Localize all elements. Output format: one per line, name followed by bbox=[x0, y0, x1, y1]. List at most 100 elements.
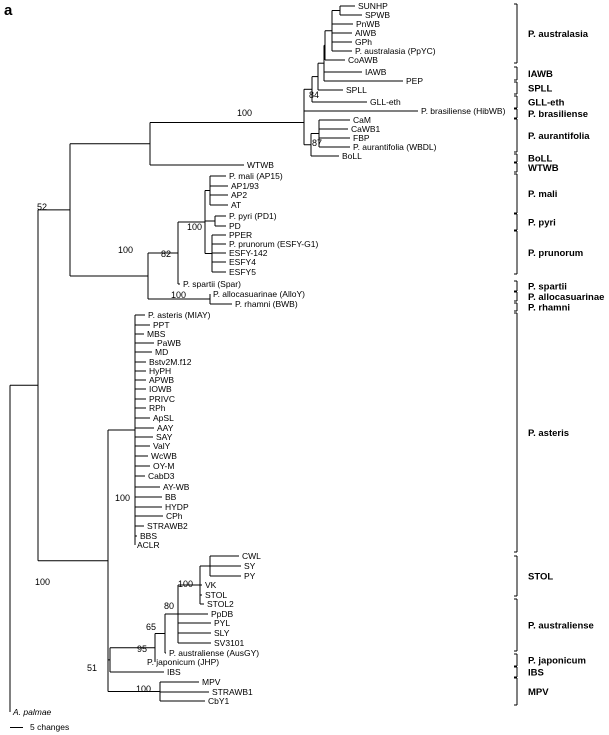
support-value: 82 bbox=[161, 249, 171, 259]
support-value: 95 bbox=[137, 644, 147, 654]
group-label: STOL bbox=[528, 572, 553, 583]
taxon-label: PaWB bbox=[157, 338, 181, 348]
taxon-label: AAY bbox=[157, 423, 174, 433]
taxon-label: OY-M bbox=[153, 461, 174, 471]
taxon-label: ESFY4 bbox=[229, 257, 256, 267]
taxon-label: PY bbox=[244, 571, 256, 581]
taxon-label: ESFY-142 bbox=[229, 248, 268, 258]
support-value: 100 bbox=[187, 222, 202, 232]
taxon-label: PPT bbox=[153, 320, 170, 330]
taxon-label: PD bbox=[229, 221, 241, 231]
taxon-label: GPh bbox=[355, 37, 372, 47]
taxon-label: SY bbox=[244, 561, 256, 571]
taxon-label: Bstv2M.f12 bbox=[149, 357, 192, 367]
support-value: 65 bbox=[146, 622, 156, 632]
taxon-label: HYDP bbox=[165, 502, 189, 512]
support-value: 100 bbox=[178, 579, 193, 589]
group-label: WTWB bbox=[528, 163, 559, 174]
taxon-label: PEP bbox=[406, 76, 423, 86]
support-value: 100 bbox=[35, 577, 50, 587]
taxon-label: ACLR bbox=[137, 540, 160, 550]
group-label: P. aurantifolia bbox=[528, 131, 590, 142]
support-value: 52 bbox=[37, 202, 47, 212]
taxon-label: P. rhamni (BWB) bbox=[235, 299, 298, 309]
taxon-label: AT bbox=[231, 200, 241, 210]
taxon-label: SUNHP bbox=[358, 1, 388, 11]
support-value: 100 bbox=[115, 493, 130, 503]
taxon-label: P. australiense (AusGY) bbox=[169, 648, 259, 658]
support-value: 80 bbox=[164, 601, 174, 611]
taxon-label: CbY1 bbox=[208, 696, 230, 706]
taxon-label: WTWB bbox=[247, 160, 274, 170]
support-value: 100 bbox=[171, 290, 186, 300]
group-label: P. australasia bbox=[528, 29, 589, 40]
taxon-label: STRAWB1 bbox=[212, 687, 253, 697]
taxon-label: AlWB bbox=[355, 28, 377, 38]
scale-label: 5 changes bbox=[30, 722, 70, 732]
taxon-label: SLY bbox=[214, 628, 230, 638]
scale-bar bbox=[10, 727, 23, 728]
taxon-label: AY-WB bbox=[163, 482, 190, 492]
taxon-label: BB bbox=[165, 492, 177, 502]
taxon-label: APWB bbox=[149, 375, 174, 385]
taxon-label: RPh bbox=[149, 403, 166, 413]
group-label: SPLL bbox=[528, 84, 552, 95]
taxon-label: MD bbox=[155, 347, 168, 357]
taxon-label: MBS bbox=[147, 329, 166, 339]
taxon-label: VK bbox=[205, 580, 217, 590]
taxon-label: FBP bbox=[353, 133, 370, 143]
group-label: GLL-eth bbox=[528, 98, 565, 109]
group-label: IBS bbox=[528, 668, 544, 679]
taxon-label: PRIVC bbox=[149, 394, 175, 404]
taxon-label: ESFY5 bbox=[229, 267, 256, 277]
group-label: P. japonicum bbox=[528, 656, 586, 667]
group-label: P. rhamni bbox=[528, 303, 570, 314]
group-label: P. pyri bbox=[528, 218, 556, 229]
taxon-label: HyPH bbox=[149, 366, 171, 376]
support-value: 87 bbox=[312, 138, 322, 148]
group-label: P. prunorum bbox=[528, 248, 583, 259]
group-label: BoLL bbox=[528, 154, 552, 165]
taxon-label: WcWB bbox=[151, 451, 177, 461]
taxon-label: A. palmae bbox=[12, 707, 52, 717]
taxon-label: SAY bbox=[156, 432, 173, 442]
support-value: 100 bbox=[118, 245, 133, 255]
taxon-label: P. asteris (MIAY) bbox=[148, 310, 211, 320]
taxon-label: CaWB1 bbox=[351, 124, 381, 134]
taxon-label: P. allocasuarinae (AlloY) bbox=[213, 289, 305, 299]
taxon-label: ValY bbox=[153, 441, 171, 451]
support-value: 84 bbox=[309, 90, 319, 100]
taxon-label: P. brasiliense (HibWB) bbox=[421, 106, 506, 116]
taxon-label: PnWB bbox=[356, 19, 380, 29]
taxon-label: IAWB bbox=[365, 67, 387, 77]
group-label: P. mali bbox=[528, 189, 557, 200]
group-label: P. asteris bbox=[528, 428, 569, 439]
taxon-label: GLL-eth bbox=[370, 97, 401, 107]
taxon-label: P. pyri (PD1) bbox=[229, 211, 277, 221]
taxon-label: CoAWB bbox=[348, 55, 378, 65]
taxon-label: P. japonicum (JHP) bbox=[147, 657, 219, 667]
taxon-label: P. mali (AP15) bbox=[229, 171, 283, 181]
taxon-label: SPWB bbox=[365, 10, 390, 20]
taxon-label: P. prunorum (ESFY-G1) bbox=[229, 239, 318, 249]
taxon-label: STRAWB2 bbox=[147, 521, 188, 531]
taxon-label: SV3101 bbox=[214, 638, 245, 648]
group-label: MPV bbox=[528, 687, 549, 698]
group-label: P. spartii bbox=[528, 282, 567, 293]
taxon-label: SPLL bbox=[346, 85, 367, 95]
taxon-label: MPV bbox=[202, 677, 221, 687]
taxon-label: CWL bbox=[242, 551, 261, 561]
taxon-label: IOWB bbox=[149, 384, 172, 394]
taxon-label: PPER bbox=[229, 230, 252, 240]
taxon-label: P. spartii (Spar) bbox=[183, 279, 241, 289]
support-value: 100 bbox=[136, 684, 151, 694]
taxon-label: AP2 bbox=[231, 190, 247, 200]
group-label: P. allocasuarinae bbox=[528, 292, 604, 303]
taxon-label: PpDB bbox=[211, 609, 234, 619]
group-label: IAWB bbox=[528, 69, 553, 80]
support-value: 51 bbox=[87, 663, 97, 673]
taxon-label: ApSL bbox=[153, 413, 174, 423]
support-value: 100 bbox=[237, 108, 252, 118]
panel-label: a bbox=[4, 2, 13, 19]
